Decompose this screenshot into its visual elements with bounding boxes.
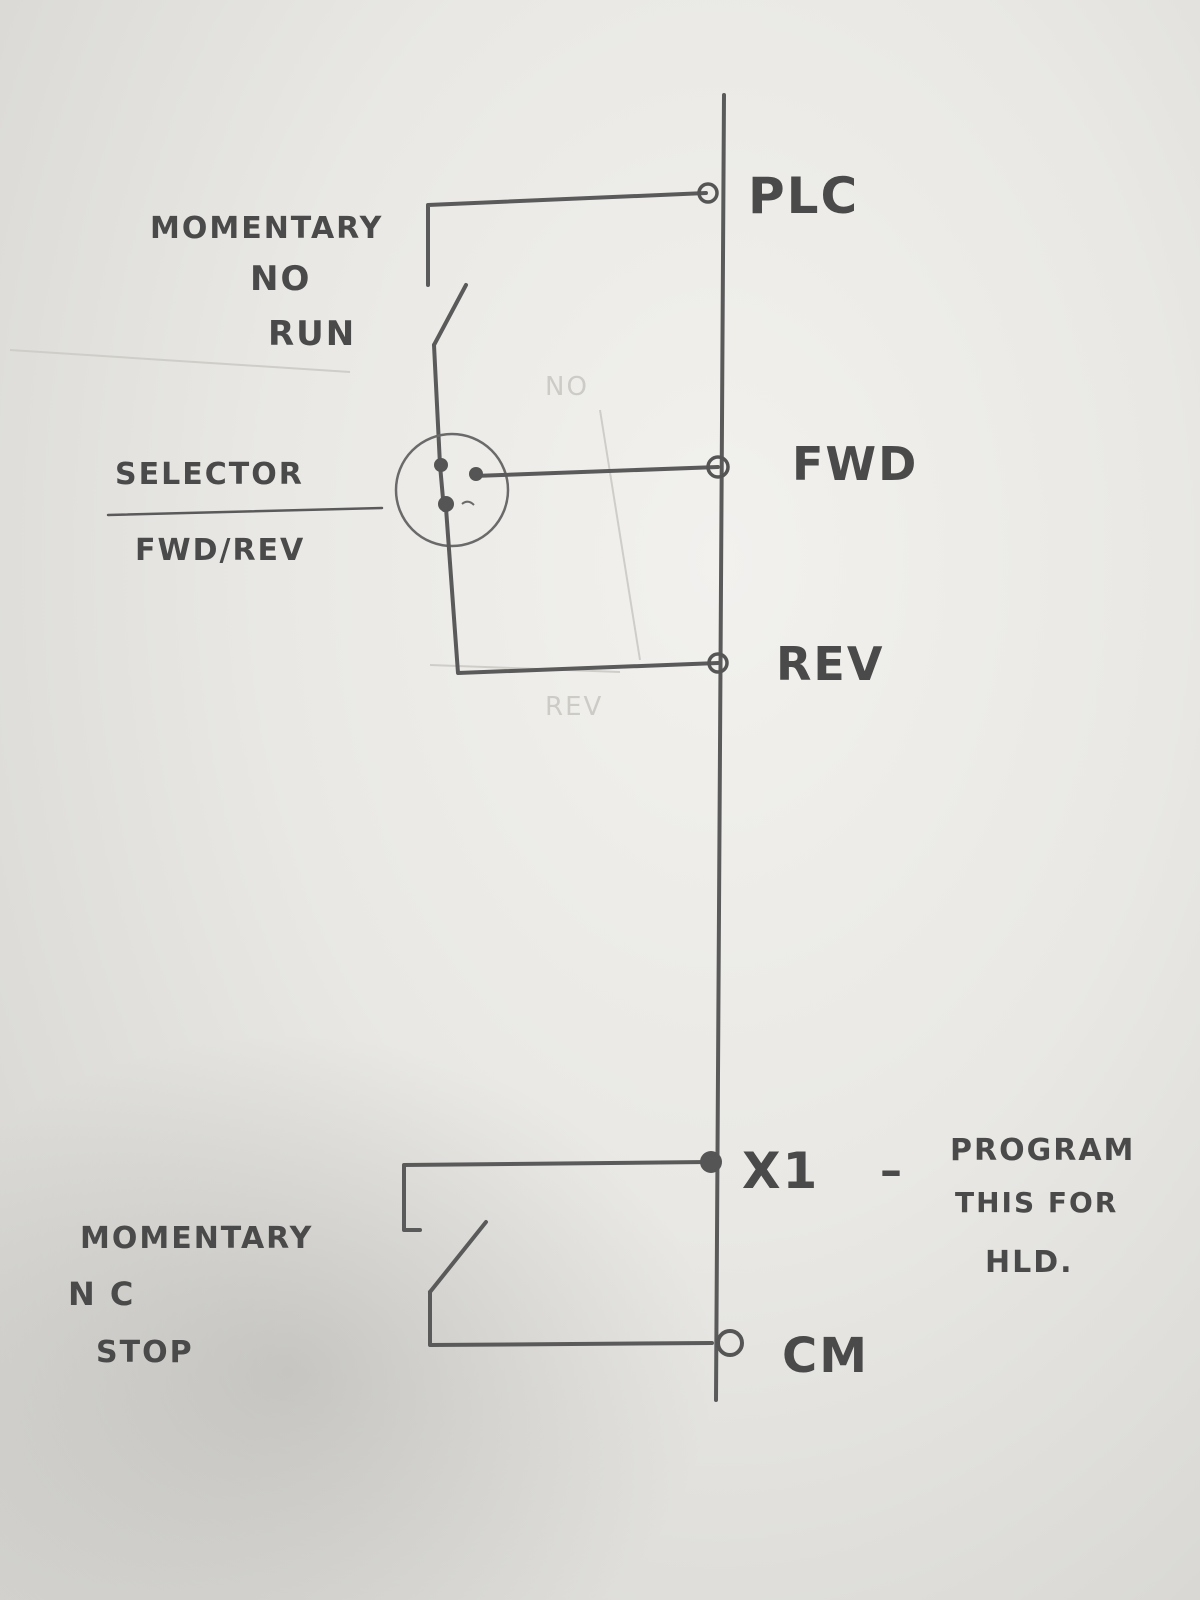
terminal-rev xyxy=(707,652,729,674)
note-line-2: THIS FOR xyxy=(955,1186,1118,1219)
show-through-marks: NO REV xyxy=(9,349,641,722)
terminal-cm xyxy=(716,1329,744,1357)
run-switch-blade xyxy=(432,283,468,347)
terminal-x1 xyxy=(700,1151,722,1173)
stop-top-wire xyxy=(402,1160,710,1232)
terminal-plc xyxy=(697,182,719,204)
note-line-1: PROGRAM xyxy=(950,1133,1135,1168)
selector-switch-circle xyxy=(394,432,510,548)
selector-to-fwd-wire xyxy=(472,465,720,478)
terminal-label-fwd: FWD xyxy=(792,437,918,491)
selector-contact-common xyxy=(434,458,448,472)
terminal-rail xyxy=(714,93,726,1402)
note-line-3: HLD. xyxy=(985,1245,1074,1280)
stop-bottom-wire xyxy=(428,1290,714,1347)
terminal-label-cm: CM xyxy=(782,1328,869,1384)
run-to-selector-wire xyxy=(432,343,442,467)
label-run: RUN xyxy=(268,314,356,354)
terminal-label-rev: REV xyxy=(776,637,884,691)
terminals xyxy=(697,182,744,1357)
label-no: NO xyxy=(250,259,311,299)
ghost-line-1 xyxy=(9,349,351,373)
label-momentary-stop: MOMENTARY xyxy=(80,1221,313,1256)
stop-switch-blade xyxy=(428,1220,488,1294)
selector-label-underline xyxy=(106,506,384,517)
label-stop: STOP xyxy=(96,1335,194,1370)
note-dash: – xyxy=(880,1145,904,1196)
selector-contact-rev xyxy=(438,496,454,512)
terminal-fwd xyxy=(706,455,730,479)
terminal-label-plc: PLC xyxy=(748,167,859,225)
run-top-wire xyxy=(426,191,708,287)
ghost-line-3 xyxy=(599,409,641,661)
label-fwd-rev: FWD/REV xyxy=(135,533,305,568)
label-nc: N C xyxy=(68,1275,135,1313)
selector-contact-fwd xyxy=(469,467,483,481)
ghost-text-no: NO xyxy=(545,372,589,402)
label-momentary-run: MOMENTARY xyxy=(150,211,383,246)
selector-to-rev-wire xyxy=(444,506,720,675)
label-selector: SELECTOR xyxy=(115,457,304,492)
terminal-label-x1: X1 xyxy=(742,1142,819,1200)
ghost-text-rev: REV xyxy=(545,692,603,722)
selector-arrow xyxy=(461,500,475,506)
